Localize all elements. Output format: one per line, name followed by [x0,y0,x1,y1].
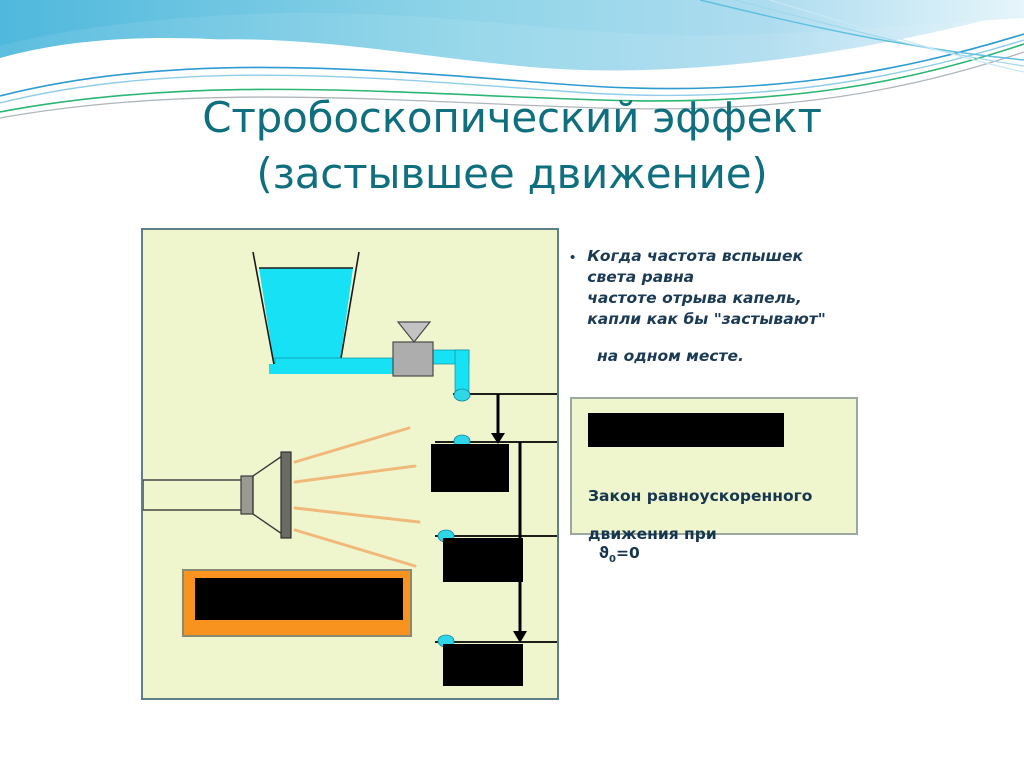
lamp-face-plate [280,451,292,539]
page-title-line-1: Стробоскопический эффект [202,93,822,143]
light-ray [293,464,417,484]
redacted-label-3 [443,644,523,686]
level-reference-lines [435,393,557,643]
formula-symbol: ϑ [598,544,610,562]
formula-subscript: 0 [609,554,617,566]
light-rays [293,426,421,568]
notes-column: • Когда частота вспышек света равна част… [570,246,920,367]
page-title-line-2: (застывшее движение) [256,149,768,199]
wave-swoosh-main [0,0,1024,74]
water-vessel [252,251,360,371]
wave-accent-right-3 [769,0,1024,73]
page-title: Стробоскопический эффект (застывшее движ… [0,90,1024,203]
redacted-highlight-box [182,569,412,637]
wave-band-upper [0,0,1024,46]
wave-accent-right-2 [734,0,1024,67]
light-ray [293,426,411,464]
formula-caption: Закон равноускоренного движения при ϑ0=0 [588,468,840,569]
light-ray [293,528,417,568]
light-ray [293,506,421,524]
diagram-panel [141,228,559,700]
redacted-formula [588,413,784,447]
formula-box: Закон равноускоренного движения при ϑ0=0 [570,397,858,565]
bullet-item: • Когда частота вспышек света равна част… [570,246,920,330]
stroboscope-lamp[interactable] [143,451,292,539]
triangle-handle [396,321,432,343]
formula-suffix: =0 [616,544,640,562]
wave-accent-right-1 [699,0,1024,61]
bullet-text: Когда частота вспышек света равна частот… [587,247,826,328]
content-card: • Когда частота вспышек света равна част… [120,228,930,715]
valve-block[interactable] [392,321,434,377]
redacted-label-1 [431,444,509,492]
measurement-arrows [491,394,527,643]
bullet-text-tail: на одном месте. [597,347,744,365]
formula-caption-line-1: Закон равноускоренного [588,487,813,505]
highlight-box-redaction [195,578,403,620]
wave-line-blue [0,33,1024,97]
formula-caption-line-2: движения при [588,525,717,543]
bullet-marker-icon: • [570,249,576,266]
falling-water-drop [453,388,471,402]
redacted-label-2 [443,538,523,582]
falling-water-drops [437,388,471,648]
